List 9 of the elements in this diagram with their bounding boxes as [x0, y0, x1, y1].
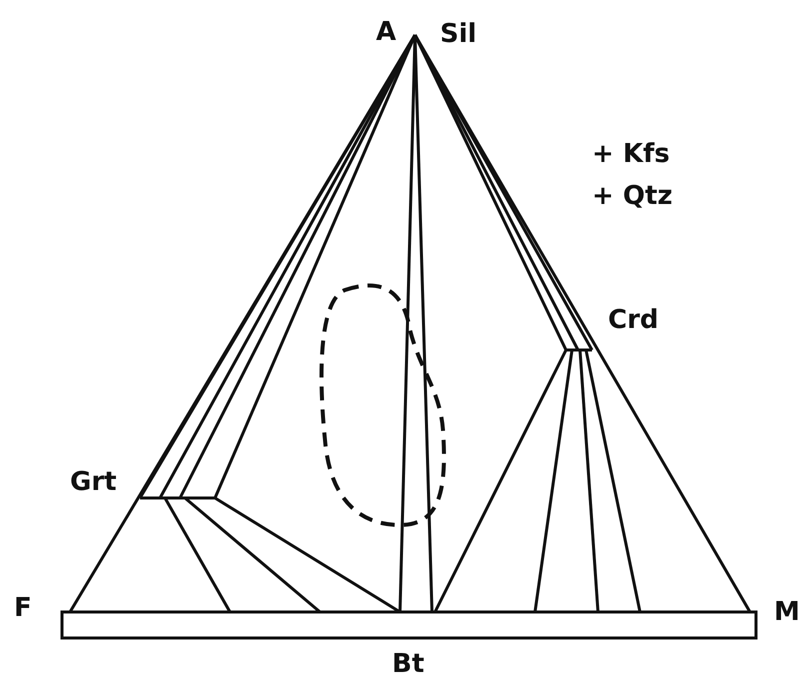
- phase-label: F: [14, 594, 32, 623]
- phase-label: Bt: [392, 650, 424, 679]
- phase-label: A: [376, 18, 396, 47]
- phase-label: Grt: [70, 468, 117, 497]
- phase-label: M: [774, 598, 800, 627]
- phase-label: Crd: [608, 306, 659, 335]
- phase-label: Sil: [440, 20, 477, 49]
- phase-label: + Kfs: [592, 140, 670, 169]
- phase-label: + Qtz: [592, 182, 673, 211]
